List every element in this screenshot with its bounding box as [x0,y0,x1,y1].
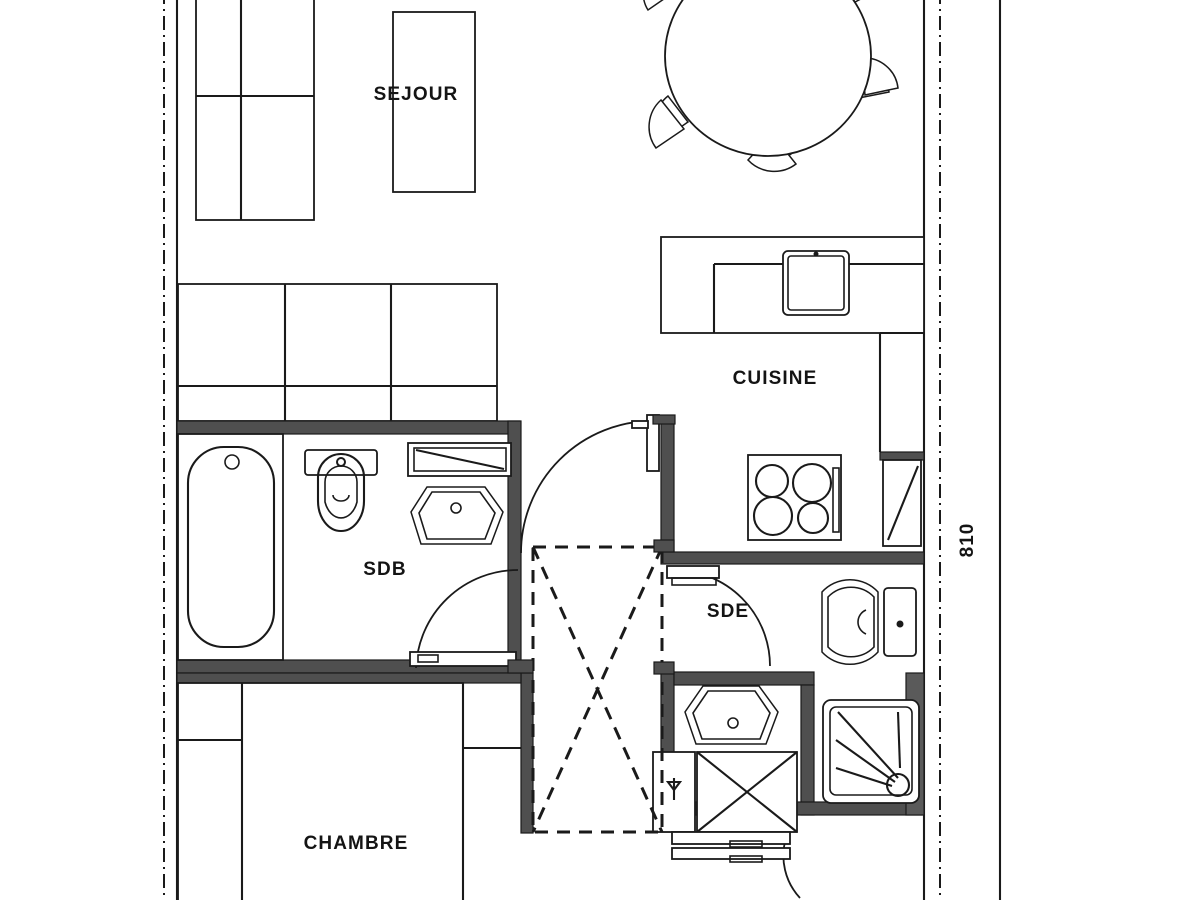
sofa-sejour [195,0,315,221]
stair-void-zone [531,545,664,834]
cooktop-four-burner [747,454,842,541]
property-boundary-lines [163,0,1002,900]
door-swing-entry[interactable] [671,831,801,899]
room-label-sejour: SEJOUR [374,84,459,105]
nightstand-chambre [461,683,521,900]
closet-with-cross [696,751,798,833]
kitchen-sink [782,250,850,316]
toilet-sde [821,579,917,665]
bathtub [177,433,284,661]
bed-chambre [177,682,464,900]
door-swings [409,414,801,899]
room-label-chambre: CHAMBRE [304,833,409,854]
mirror-sdb [407,442,512,477]
coffee-table-sejour [392,11,476,193]
storage-cabinets [177,283,498,422]
wall-jambs [507,414,676,675]
room-labels: SEJOUR CUISINE SDB SDE CHAMBRE [304,84,818,854]
kitchen-tall-unit [878,331,924,452]
kitchen-counter [660,236,925,334]
room-label-sde: SDE [707,601,749,622]
room-label-sdb: SDB [363,559,406,580]
washbasin-sde [684,685,779,745]
window-right-kitchen [879,451,925,547]
closet-door-marker [652,751,696,833]
door-swing-sdb[interactable] [409,569,519,669]
room-label-cuisine: CUISINE [733,368,818,389]
door-swing-hall[interactable] [520,414,660,554]
dimension-label-810: 810 [957,523,978,558]
toilet-sdb [304,449,378,532]
washbasin-sdb [410,486,504,545]
round-dining-table [643,0,899,173]
shower-tray [822,699,920,804]
dimension-labels: 810 [957,523,978,558]
door-swing-sde[interactable] [666,565,771,667]
